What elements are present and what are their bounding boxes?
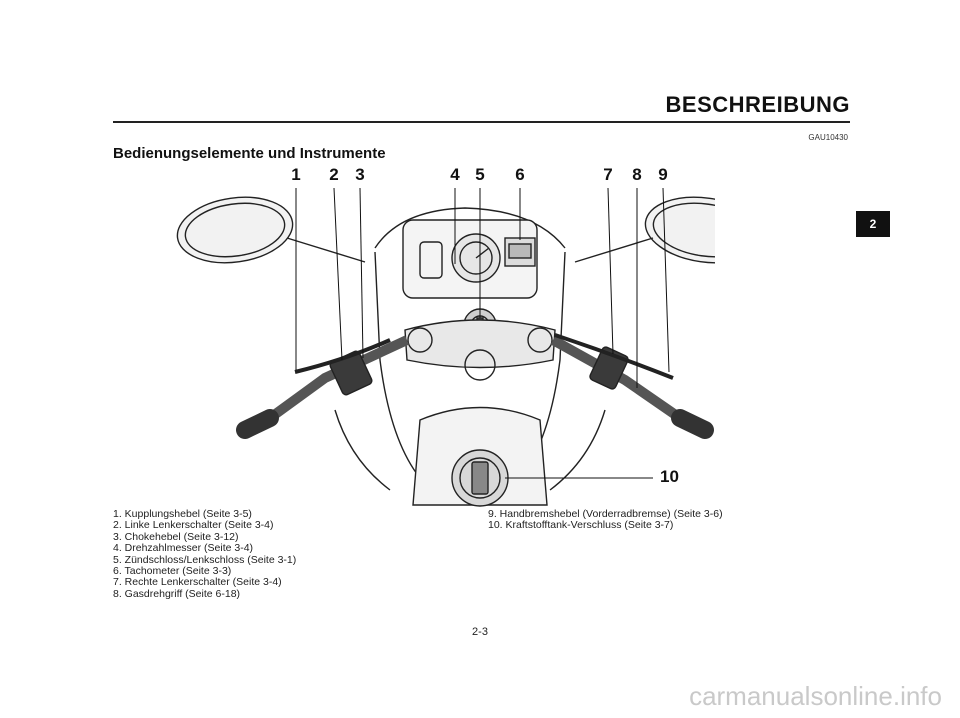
header-rule [113, 121, 850, 123]
caption-item: 5. Zündschloss/Lenkschloss (Seite 3-1) [113, 553, 297, 566]
left-mirror [176, 196, 294, 264]
doc-code: GAU10430 [808, 133, 848, 142]
motorcycle-controls-illustration: 1 2 3 4 5 6 7 8 9 10 [176, 165, 715, 507]
callout-9: 9 [658, 165, 667, 184]
caption-item: 9. Handbremshebel (Vorderradbremse) (Sei… [488, 508, 723, 520]
caption-list-left: 1. Kupplungshebel (Seite 3-5) 2. Linke L… [113, 508, 297, 600]
page-number: 2-3 [472, 626, 488, 638]
page-title: Bedienungselemente und Instrumente [113, 145, 386, 162]
callout-10: 10 [660, 467, 679, 486]
caption-item: 2. Linke Lenkerschalter (Seite 3-4) [113, 519, 274, 532]
callout-1: 1 [291, 165, 300, 184]
callout-2: 2 [329, 165, 338, 184]
caption-item: 10. Kraftstofftank-Verschluss (Seite 3-7… [488, 519, 674, 532]
left-handlebar [267, 335, 410, 423]
callout-7: 7 [603, 165, 612, 184]
brake-lever [554, 333, 674, 380]
caption-item: 3. Chokehebel (Seite 3-12) [113, 530, 239, 543]
watermark: carmanualsonline.info [689, 681, 942, 711]
callout-8: 8 [632, 165, 641, 184]
caption-item: 1. Kupplungshebel (Seite 3-5) [113, 508, 252, 520]
callout-6: 6 [515, 165, 524, 184]
callout-3: 3 [355, 165, 364, 184]
chapter-tab[interactable]: 2 [856, 211, 890, 237]
callout-5: 5 [475, 165, 484, 184]
caption-item: 7. Rechte Lenkerschalter (Seite 3-4) [113, 576, 282, 589]
callout-4: 4 [450, 165, 460, 184]
section-header: BESCHREIBUNG [665, 92, 850, 117]
caption-list-right: 9. Handbremshebel (Vorderradbremse) (Sei… [488, 508, 723, 532]
caption-item: 4. Drehzahlmesser (Seite 3-4) [113, 542, 254, 555]
caption-item: 8. Gasdrehgriff (Seite 6-18) [113, 587, 241, 600]
caption-item: 6. Tachometer (Seite 3-3) [113, 565, 232, 578]
right-handlebar [550, 335, 683, 423]
clutch-lever [294, 338, 391, 374]
right-mirror [644, 196, 715, 264]
